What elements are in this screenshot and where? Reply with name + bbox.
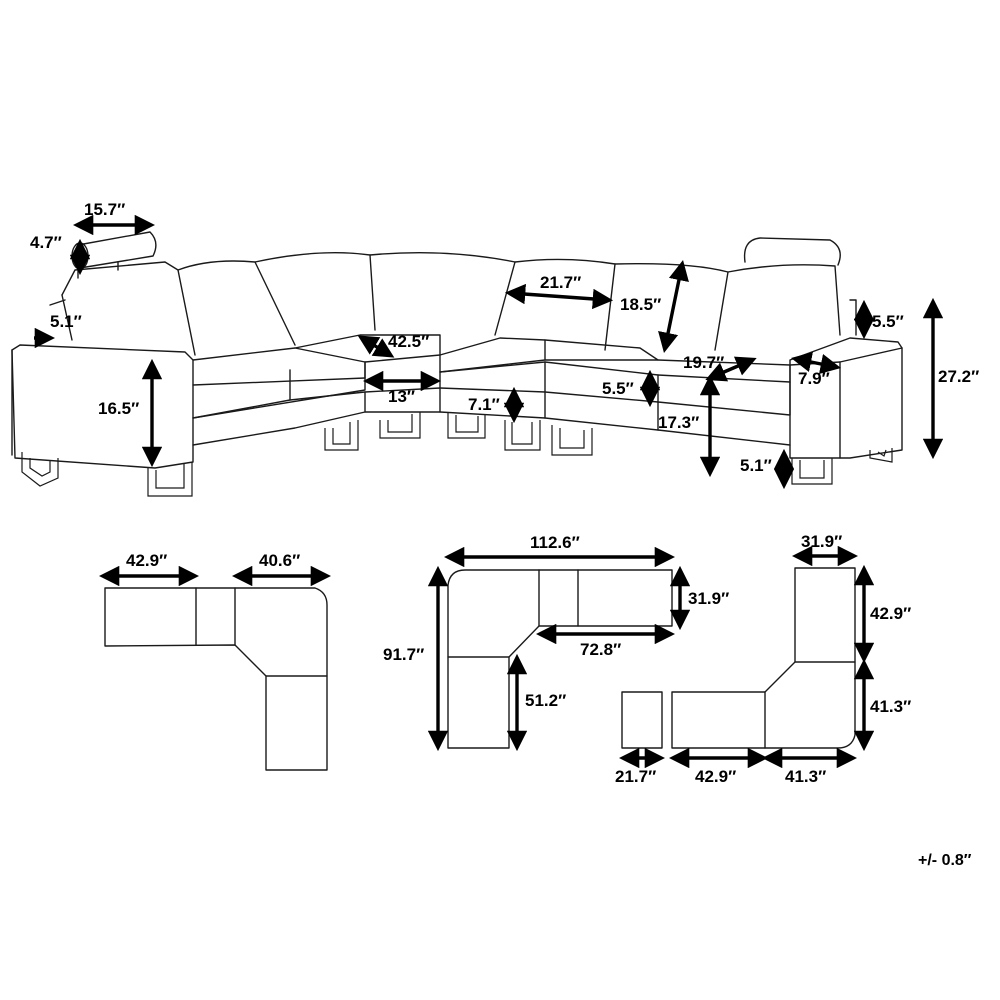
seat-thickness-label: 5.5″ (602, 379, 634, 398)
seat-height-label: 17.3″ (658, 413, 699, 432)
headrest-width-label: 15.7″ (84, 200, 125, 219)
layout-b-total-width: 112.6″ (530, 533, 580, 552)
sofa-drawing (11, 231, 903, 497)
layout-c-top-width: 31.9″ (801, 532, 842, 551)
headrest-right (743, 237, 841, 266)
headrest-height-label: 4.7″ (30, 233, 62, 252)
layout-c-ottoman-width: 21.7″ (615, 767, 656, 786)
layout-b-total-depth: 91.7″ (383, 645, 424, 664)
layout-a: 42.9″ 40.6″ (98, 551, 332, 771)
leg (147, 462, 193, 497)
back-height-label: 18.5″ (620, 295, 661, 314)
corner-depth-label: 13″ (388, 387, 415, 406)
layout-c-upper-depth: 42.9″ (870, 604, 911, 623)
leg (379, 412, 421, 439)
layout-a-left-width: 42.9″ (126, 551, 167, 570)
diagonal-depth-label: 42.5″ (388, 332, 429, 351)
leg (869, 448, 893, 463)
leg (551, 425, 593, 456)
arm-right (789, 337, 903, 459)
layout-b-inner-width: 72.8″ (580, 640, 621, 659)
leg (791, 458, 833, 485)
layout-b-depth: 31.9″ (688, 589, 729, 608)
total-height-label: 27.2″ (938, 367, 979, 386)
layout-a-outline (104, 587, 328, 771)
layout-c: 31.9″ 42.9″ 41.3″ 21.7″ 42.9″ 41.3″ (615, 532, 911, 786)
arm-height-label: 16.5″ (98, 399, 139, 418)
layout-b-outline (447, 569, 673, 749)
leg-height-label: 5.1″ (740, 456, 772, 475)
cushion-height-label: 7.1″ (468, 395, 500, 414)
layout-c-corner-width: 41.3″ (785, 767, 826, 786)
back-offset-label: 5.1″ (50, 312, 82, 331)
leg (324, 420, 359, 451)
back-left (61, 261, 196, 356)
leg (504, 420, 541, 451)
headrest-left (77, 231, 157, 269)
layout-c-lower-depth: 41.3″ (870, 697, 911, 716)
leg (21, 452, 59, 487)
layout-b: 112.6″ 31.9″ 72.8″ 91.7″ 51.2″ (383, 533, 729, 752)
sofa-arrows (34, 214, 944, 490)
layout-b-inner-depth: 51.2″ (525, 691, 566, 710)
layout-a-corner-width: 40.6″ (259, 551, 300, 570)
tolerance-note: +/- 0.8″ (918, 852, 972, 869)
leg (447, 412, 486, 439)
sofa-labels: 15.7″ 4.7″ 5.1″ 42.5″ 21.7″ 18.5″ 16.5″ … (30, 200, 979, 475)
seat-span-label: 21.7″ (540, 273, 581, 292)
ottoman (621, 691, 663, 749)
layout-c-seat-width: 42.9″ (695, 767, 736, 786)
arm-width-label: 7.9″ (798, 369, 830, 388)
armrest-depth-label: 19.7″ (683, 353, 724, 372)
headrest-offset-label: 5.5″ (872, 312, 904, 331)
